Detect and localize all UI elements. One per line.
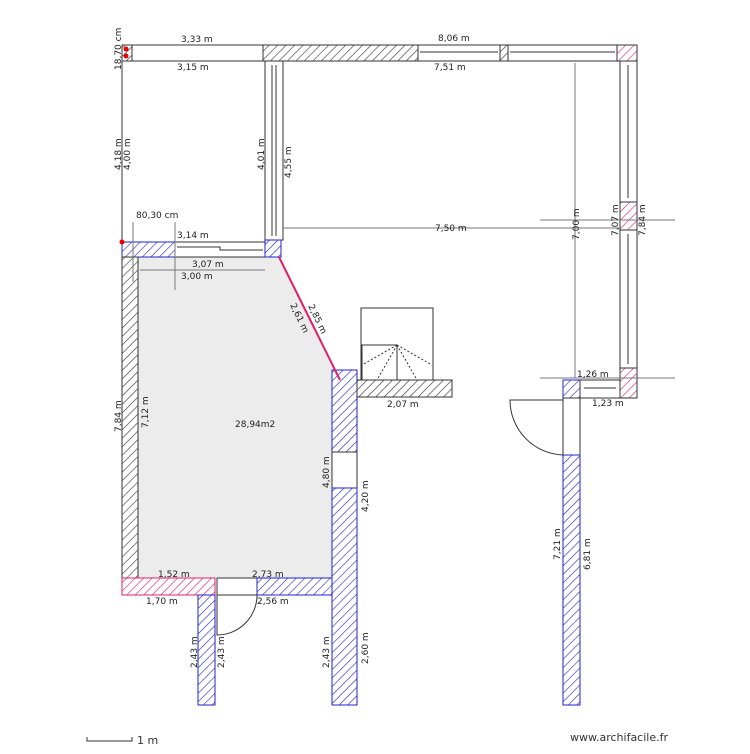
door-swing (216, 594, 258, 636)
watermark: www.archifacile.fr (570, 731, 668, 744)
door-opening (216, 577, 258, 596)
wall (256, 577, 333, 596)
wall (499, 44, 509, 62)
dim-label: 2,73 m (252, 570, 284, 580)
dim-label: 3,00 m (181, 272, 213, 282)
room-floor (138, 257, 332, 578)
dim-label: 4,01 m (257, 138, 267, 170)
dim-label: 1,26 m (577, 370, 609, 380)
dim-label: 7,00 m (572, 208, 582, 240)
scale-bar (86, 737, 133, 742)
wall (197, 594, 216, 706)
wall (331, 369, 358, 453)
dim-label: 2,56 m (257, 597, 289, 607)
dim-label: 3,07 m (192, 260, 224, 270)
dim-label: 2,43 m (190, 636, 200, 668)
room-area: 28,94m2 (235, 420, 275, 430)
dim-label: 18,70 cm (114, 28, 124, 70)
wall (264, 239, 282, 258)
dim-label: 4,18 m (114, 138, 124, 170)
dim-label: 3,33 m (181, 35, 213, 45)
window-pane (177, 246, 263, 251)
wall (121, 577, 216, 596)
wall-opening (331, 451, 358, 489)
dim-label: 3,14 m (177, 231, 209, 241)
wall (331, 487, 358, 706)
stair-steps (361, 344, 433, 381)
wall-corner (616, 44, 638, 62)
wall (121, 256, 139, 579)
dim-label: 4,20 m (361, 480, 371, 512)
dim-label: 2,43 m (217, 636, 227, 668)
dim-label: 7,84 m (638, 204, 648, 236)
dim-label: 1,70 m (146, 597, 178, 607)
glass-partition (264, 60, 284, 241)
wall-opening (562, 397, 581, 456)
dim-label: 7,84 m (114, 400, 124, 432)
wall (562, 379, 581, 399)
dim-label: 4,00 m (123, 138, 133, 170)
dimension-lines (132, 63, 675, 379)
wall-corner (619, 367, 638, 399)
window (579, 379, 621, 399)
marker (123, 53, 129, 59)
wall (262, 44, 419, 62)
wall (121, 241, 176, 258)
dim-label: 4,80 m (322, 456, 332, 488)
door-swing (509, 399, 564, 456)
dim-label: 1,23 m (592, 399, 624, 409)
dim-label: 6,81 m (583, 538, 593, 570)
dim-label: 7,50 m (435, 224, 467, 234)
wall (131, 44, 264, 62)
dim-label: 1,52 m (158, 570, 190, 580)
window (417, 44, 501, 62)
dim-label: 7,51 m (434, 63, 466, 73)
dim-label: 7,21 m (553, 528, 563, 560)
dim-label: 2,60 m (361, 632, 371, 664)
wall (356, 379, 453, 398)
dim-label: 3,15 m (177, 63, 209, 73)
scale-label: 1 m (137, 734, 158, 747)
marker (119, 239, 125, 245)
wall (562, 454, 581, 706)
dim-label: 4,55 m (284, 146, 294, 178)
dim-label: 7,12 m (141, 396, 151, 428)
dim-label: 2,07 m (387, 400, 419, 410)
dim-label: 7,07 m (611, 204, 621, 236)
window (507, 44, 618, 62)
dim-label: 2,43 m (322, 636, 332, 668)
dim-label: 80,30 cm (136, 211, 178, 221)
dim-label: 8,06 m (438, 34, 470, 44)
diagonal-wall (278, 256, 341, 381)
marker (123, 46, 129, 52)
wall (619, 201, 638, 231)
